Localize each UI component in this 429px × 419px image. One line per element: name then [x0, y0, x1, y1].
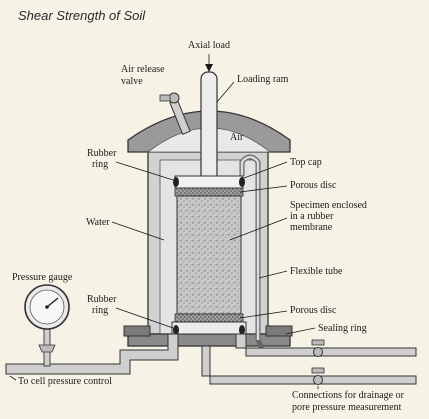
label-specimen-2: in a rubber [290, 211, 334, 222]
label-axial-load: Axial load [188, 40, 230, 51]
label-porous-disc-top: Porous disc [290, 180, 337, 191]
base-flange-left [123, 325, 151, 337]
drainage-valve-icon [311, 339, 325, 385]
label-pressure-gauge: Pressure gauge [12, 272, 73, 283]
drainage-pipe-lower [201, 345, 417, 385]
label-drainage-2: pore pressure measurement [292, 402, 402, 413]
page-title: Shear Strength of Soil [18, 8, 146, 23]
label-top-cap: Top cap [290, 157, 322, 168]
label-rubber-ring-bottom: Rubber [87, 294, 117, 305]
pedestal [171, 321, 247, 335]
label-rubber-ring-top: Rubber [87, 148, 117, 159]
specimen [176, 195, 242, 315]
porous-disc-bottom [174, 313, 244, 323]
rubber-ring-top-left [173, 177, 179, 187]
label-air: Air [230, 132, 244, 143]
base-flange-right [265, 325, 293, 337]
label-flexible-tube: Flexible tube [290, 266, 343, 277]
rubber-ring-top-right [239, 177, 245, 187]
label-sealing-ring: Sealing ring [318, 323, 367, 334]
top-cap [174, 175, 244, 189]
pressure-gauge-icon [24, 284, 70, 367]
label-air-release: Air release [121, 64, 165, 75]
label-specimen-3: membrane [290, 222, 333, 233]
drainage-pipe-upper [235, 333, 417, 357]
rubber-ring-bottom-right [239, 325, 245, 335]
label-water: Water [86, 217, 110, 228]
label-air-release-valve: valve [121, 76, 143, 87]
label-specimen-1: Specimen enclosed [290, 200, 367, 211]
label-porous-disc-bottom: Porous disc [290, 305, 337, 316]
loading-ram [200, 71, 218, 185]
valve-icon [159, 92, 180, 104]
label-loading-ram: Loading ram [237, 74, 289, 85]
label-cell-pressure: To cell pressure control [18, 376, 112, 387]
label-rubber-ring-top-2: ring [92, 159, 108, 170]
porous-disc-top [174, 187, 244, 197]
label-drainage-1: Connections for drainage or [292, 390, 405, 401]
rubber-ring-bottom-left [173, 325, 179, 335]
label-rubber-ring-bottom-2: ring [92, 305, 108, 316]
